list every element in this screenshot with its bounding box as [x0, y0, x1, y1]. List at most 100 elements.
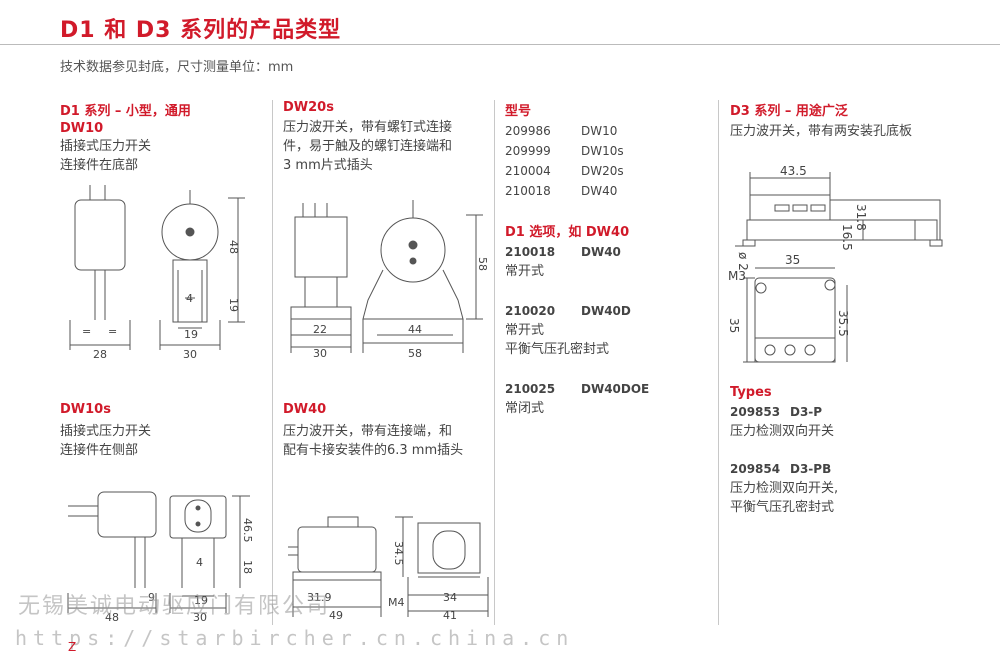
- dw10-desc-1: 插接式压力开关: [60, 139, 152, 154]
- dw10-dim-19: 19: [184, 328, 198, 341]
- dw40-dim-41: 41: [443, 609, 457, 622]
- option-desc: 常开式: [505, 264, 545, 279]
- options-heading: D1 选项，如 DW40: [505, 225, 630, 240]
- d3-desc: 压力波开关，带有两安装孔底板: [730, 124, 913, 139]
- models-table: 209986 DW10 209999 DW10s 210004 DW20s 21001…: [505, 121, 710, 201]
- type-name: D3-P: [790, 405, 823, 419]
- dw40-name: DW40: [283, 402, 327, 417]
- dw10-desc-2: 连接件在底部: [60, 158, 139, 173]
- dw10-name: DW10: [60, 121, 104, 136]
- type-code: 209853: [730, 405, 781, 419]
- dw20s-dim-58v: 58: [476, 257, 489, 271]
- column-divider-1: [272, 100, 273, 625]
- watermark-url: https://starbircher.cn.china.cn: [15, 626, 575, 650]
- model-code: 209999: [505, 144, 551, 158]
- dw10s-dim-18: 18: [241, 560, 254, 574]
- model-row: 210018 DW40: [505, 181, 710, 201]
- dw40-dim-31-9: 31.9: [307, 591, 332, 604]
- dw20s-section: DW20s 压力波开关，带有螺钉式连接 件，易于触及的螺钉连接端和 3 mm片式…: [283, 100, 452, 175]
- model-name: DW10s: [581, 144, 624, 158]
- option-desc: 常闭式: [505, 401, 545, 416]
- option-name: DW40D: [581, 304, 631, 318]
- column-divider-3: [718, 100, 719, 625]
- models-heading: 型号: [505, 104, 532, 119]
- model-code: 210004: [505, 164, 551, 178]
- dw10s-dim-9: 9: [148, 591, 155, 604]
- type-desc-2: 平衡气压孔密封式: [730, 500, 835, 515]
- dw20s-dim-58: 58: [408, 347, 422, 360]
- model-row: 209999 DW10s: [505, 141, 710, 161]
- dw10s-dim-46-5: 46.5: [241, 518, 254, 543]
- option-code: 210018: [505, 245, 556, 259]
- dw10-dim-28: 28: [93, 348, 107, 360]
- d3-drawing: 43.5 31.8 16.5 ø 2 35 M3 35 35.5: [727, 164, 943, 363]
- dw10s-section: DW10s 插接式压力开关 连接件在侧部: [60, 402, 151, 460]
- dw10-dim-4: 4: [186, 292, 193, 305]
- dw40-dim-m4: M4: [388, 596, 405, 609]
- dw20s-drawing: 22 30 44 58 58: [290, 200, 489, 360]
- d3-section: D3 系列 – 用途广泛 压力波开关，带有两安装孔底板: [730, 100, 912, 141]
- dw10-drawing: = = 28 30 19 4 48 19: [69, 185, 245, 360]
- type-code: 209854: [730, 462, 781, 476]
- type-item: 209854 D3-PB 压力检测双向开关, 平衡气压孔密封式: [730, 459, 838, 517]
- option-code: 210025: [505, 382, 556, 396]
- dw10-dim-eq-2: =: [108, 325, 117, 338]
- d3-series-heading: D3 系列 – 用途广泛: [730, 104, 848, 119]
- column-divider-2: [494, 100, 495, 625]
- dw40-dim-34-5: 34.5: [392, 541, 405, 566]
- dw10-dim-48: 48: [227, 240, 240, 254]
- d3-dim-43-5: 43.5: [780, 164, 807, 178]
- type-name: D3-PB: [790, 462, 832, 476]
- d3-dim-35v: 35: [727, 318, 741, 333]
- dw20s-desc-2: 件，易于触及的螺钉连接端和: [283, 139, 453, 154]
- dw40-drawing: 31.9 49 34.5 34 41 M4: [288, 516, 489, 622]
- type-desc: 压力检测双向开关: [730, 424, 835, 439]
- dw10s-dim-19: 19: [194, 594, 208, 607]
- dw20s-name: DW20s: [283, 100, 334, 115]
- dw20s-dim-30: 30: [313, 347, 327, 360]
- model-name: DW20s: [581, 164, 624, 178]
- dw10s-desc-2: 连接件在侧部: [60, 443, 139, 458]
- dw40-section: DW40 压力波开关，带有连接端，和 配有卡接安装件的6.3 mm插头: [283, 402, 463, 460]
- dw10-dim-eq-1: =: [82, 325, 91, 338]
- dw20s-desc-1: 压力波开关，带有螺钉式连接: [283, 120, 453, 135]
- dw10-dim-19v: 19: [227, 298, 240, 312]
- dw40-dim-34: 34: [443, 591, 457, 604]
- dw10s-name: DW10s: [60, 402, 111, 417]
- page-subtitle: 技术数据参见封底，尺寸测量单位：mm: [60, 60, 294, 75]
- dw40-desc-2: 配有卡接安装件的6.3 mm插头: [283, 443, 464, 458]
- d3-dim-35-5: 35.5: [836, 310, 850, 337]
- page-mark: Z: [68, 640, 77, 654]
- dw10-section: D1 系列 – 小型，通用 DW10 插接式压力开关 连接件在底部: [60, 100, 191, 175]
- dw10s-dim-48: 48: [105, 611, 119, 623]
- option-desc: 常开式: [505, 323, 545, 338]
- option-desc-2: 平衡气压孔密封式: [505, 342, 610, 357]
- dw10s-desc-1: 插接式压力开关: [60, 424, 152, 439]
- model-name: DW10: [581, 124, 618, 138]
- title-divider: [0, 44, 1000, 45]
- model-code: 209986: [505, 124, 551, 138]
- page-title: D1 和 D3 系列的产品类型: [60, 18, 342, 43]
- models-section: 型号 209986 DW10 209999 DW10s 210004 DW20s 21…: [505, 100, 710, 418]
- dw40-desc-1: 压力波开关，带有连接端，和: [283, 424, 453, 439]
- d1-series-heading: D1 系列 – 小型，通用: [60, 104, 191, 119]
- model-name: DW40: [581, 184, 618, 198]
- d3-dim-m3: M3: [728, 269, 746, 283]
- d3-dim-31-8: 31.8: [854, 204, 868, 231]
- dw10s-drawing: 48 9 30 19 4 46.5 18: [67, 491, 254, 623]
- model-row: 210004 DW20s: [505, 161, 710, 181]
- model-code: 210018: [505, 184, 551, 198]
- d3-dim-16-5: 16.5: [840, 224, 854, 251]
- dw10-dim-30: 30: [183, 348, 197, 360]
- option-item: 210018 DW40 常开式: [505, 242, 710, 281]
- dw20s-dim-44: 44: [408, 323, 422, 336]
- option-name: DW40: [581, 245, 621, 259]
- type-desc: 压力检测双向开关,: [730, 481, 839, 496]
- dw20s-dim-22: 22: [313, 323, 327, 336]
- d3-dim-dia-2: ø 2: [736, 252, 750, 271]
- watermark-company: 无锡美诚电动驱应门有限公司: [18, 594, 331, 619]
- d3-dim-35: 35: [785, 253, 800, 267]
